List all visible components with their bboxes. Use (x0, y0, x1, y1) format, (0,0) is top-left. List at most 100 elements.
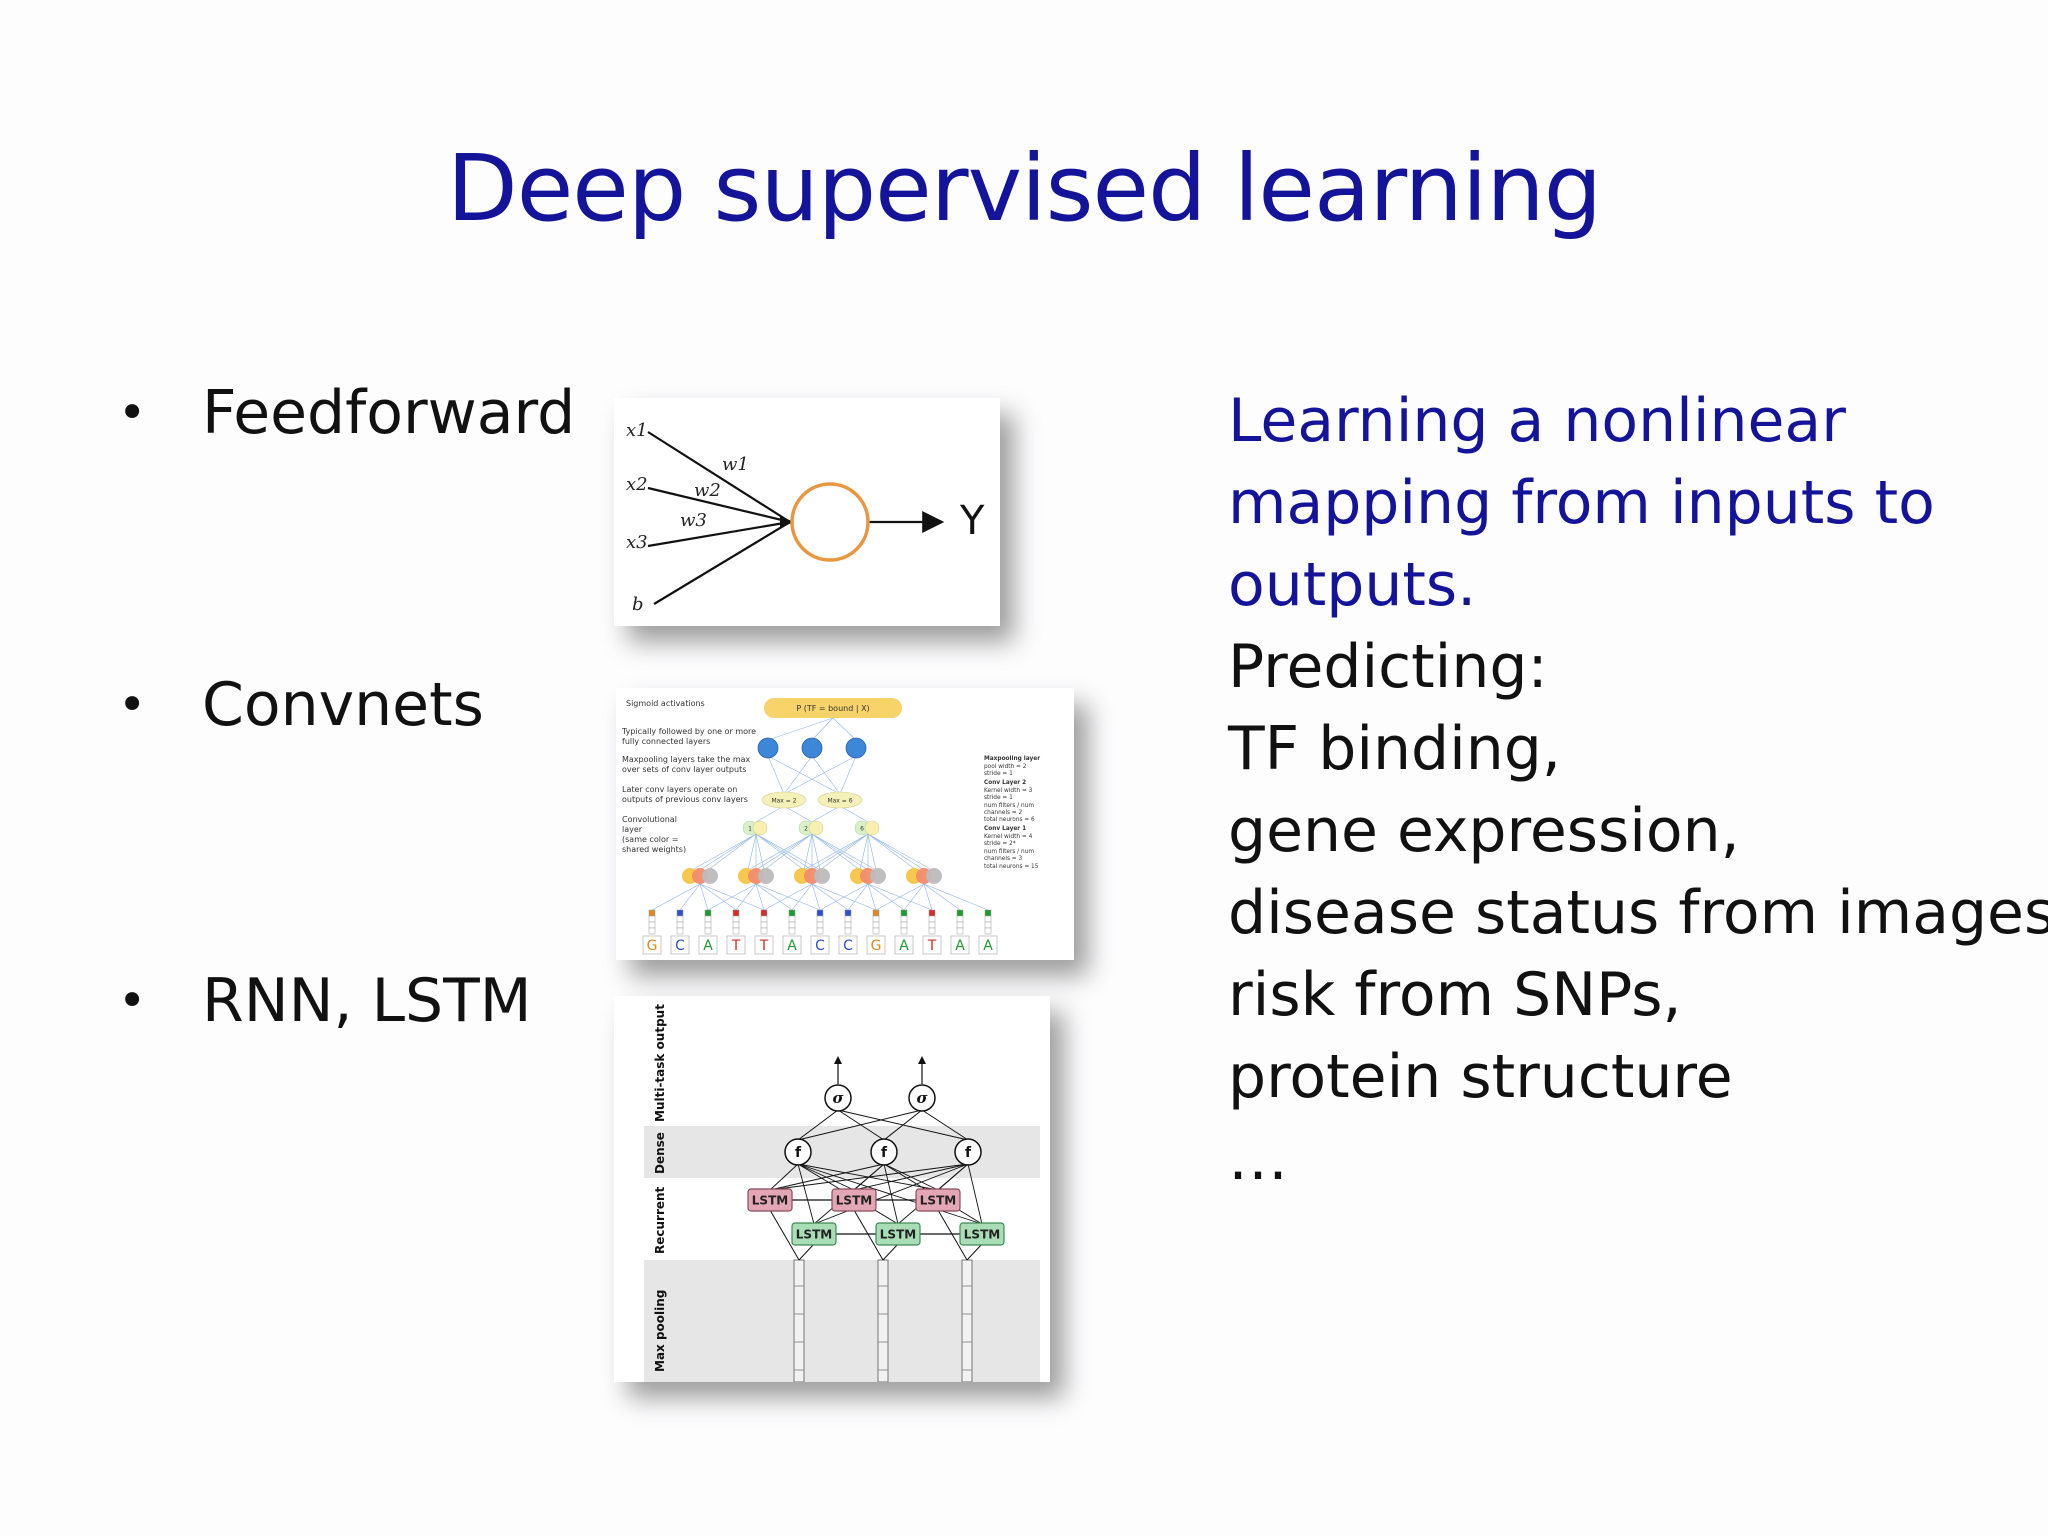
output-arrowhead (834, 1056, 842, 1064)
output-arrowhead (918, 1056, 926, 1064)
dense-node (784, 1138, 812, 1166)
pool-neuron (761, 791, 807, 809)
onehot-cell (732, 927, 740, 935)
onehot-cell (928, 927, 936, 935)
weight-w3-label: w3 (680, 510, 707, 531)
onehot-cell (872, 909, 880, 917)
onehot-cell (900, 909, 908, 917)
sequence-box (698, 935, 718, 955)
lstm-cell-label: LSTM (920, 1194, 956, 1208)
sequence-base: T (731, 938, 741, 954)
onehot-cell (928, 915, 936, 923)
sequence-base: G (871, 938, 882, 954)
sequence-box (922, 935, 942, 955)
conv1-edge (699, 883, 737, 911)
convnet-note: Convolutional (622, 815, 677, 824)
input-x1-label: x1 (626, 420, 648, 441)
dense-neuron (845, 737, 867, 759)
lstm-to-dense-edge (797, 1163, 815, 1225)
conv2-edge (819, 833, 869, 871)
lstm-forward-cell (959, 1222, 1005, 1246)
lstm-to-dense-edge (769, 1163, 969, 1191)
lstm-to-dense-edge (853, 1163, 969, 1191)
onehot-cell (704, 915, 712, 923)
dense-node (870, 1138, 898, 1166)
pool-neuron (817, 791, 863, 809)
sequence-box (670, 935, 690, 955)
conv2-neuron (864, 820, 880, 836)
onehot-cell (956, 909, 964, 917)
lstm-forward-cell (875, 1222, 921, 1246)
pool-edge (783, 805, 813, 823)
pool-to-lstm-edge (853, 1209, 884, 1261)
convnet-param-note: channels = 2 (984, 810, 1023, 816)
conv2-edge (755, 833, 813, 871)
lstm-cell-label: LSTM (880, 1228, 916, 1242)
description-line: Learning a nonlinear (1228, 386, 1846, 456)
bullet-rnn-lstm: • RNN, LSTM (118, 966, 532, 1036)
onehot-cell (788, 909, 796, 917)
sequence-base: C (815, 938, 825, 954)
conv1-neuron (814, 868, 830, 884)
onehot-cell (704, 921, 712, 929)
convnet-param-note: Conv Layer 2 (984, 780, 1026, 786)
convnet-param-note: Kernel width = 3 (984, 788, 1033, 794)
sequence-box (782, 935, 802, 955)
convnet-note: Maxpooling layers take the max (622, 755, 751, 764)
onehot-cell (956, 915, 964, 923)
sequence-box (838, 935, 858, 955)
conv2-edge (747, 833, 757, 871)
lstm-to-dense-edge (967, 1163, 983, 1225)
onehot-cell (704, 909, 712, 917)
conv1-neuron (926, 868, 942, 884)
bias-label: b (632, 594, 644, 615)
conv1-edge (755, 883, 793, 911)
onehot-cell (984, 927, 992, 935)
convnet-param-note: channels = 3 (984, 856, 1023, 862)
pool-to-lstm-edge (769, 1209, 800, 1261)
top-output-node (764, 698, 902, 718)
sequence-base: A (955, 938, 965, 954)
onehot-cell (900, 927, 908, 935)
dense-to-output-edge (921, 1109, 969, 1141)
dense-neuron (757, 737, 779, 759)
pool-to-lstm-edge (937, 1209, 968, 1261)
onehot-cell (900, 921, 908, 929)
conv1-edge (847, 883, 869, 911)
bullet-convnets: • Convnets (118, 670, 484, 740)
sequence-box (810, 935, 830, 955)
sequence-box (894, 935, 914, 955)
section-label-pooling: Max pooling (653, 1290, 667, 1372)
onehot-cell (816, 927, 824, 935)
description-line: mapping from inputs to (1228, 468, 1935, 538)
pooling-band (644, 1260, 1040, 1382)
neuron-node (790, 482, 870, 562)
onehot-cell (760, 927, 768, 935)
dense-edge (767, 755, 841, 795)
bullet-dot-icon: • (118, 385, 147, 441)
convnet-param-note: stride = 1 (984, 795, 1013, 801)
sigmoid-node (908, 1084, 936, 1112)
conv2-edge (691, 833, 757, 871)
onehot-cell (872, 921, 880, 929)
lstm-backward-cell (831, 1188, 877, 1212)
onehot-cell (760, 921, 768, 929)
onehot-cell (844, 921, 852, 929)
dense-node (954, 1138, 982, 1166)
convnet-param-note: total neurons = 15 (984, 864, 1039, 870)
conv2-edge (867, 833, 917, 871)
output-edge (832, 717, 857, 741)
convnet-param-note: num filters / num (984, 803, 1034, 809)
sequence-box (978, 935, 998, 955)
onehot-cell (788, 915, 796, 923)
convnet-param-note: stride = 1 (984, 771, 1013, 777)
pool-to-lstm-edge (966, 1243, 983, 1261)
convnet-note: shared weights) (622, 845, 686, 854)
conv1-edge (755, 883, 765, 911)
output-edge (767, 717, 834, 741)
conv1-neuron (870, 868, 886, 884)
conv2-edge (699, 833, 757, 871)
convnet-note: Later conv layers operate on (622, 785, 737, 794)
convnet-note: layer (622, 825, 643, 834)
